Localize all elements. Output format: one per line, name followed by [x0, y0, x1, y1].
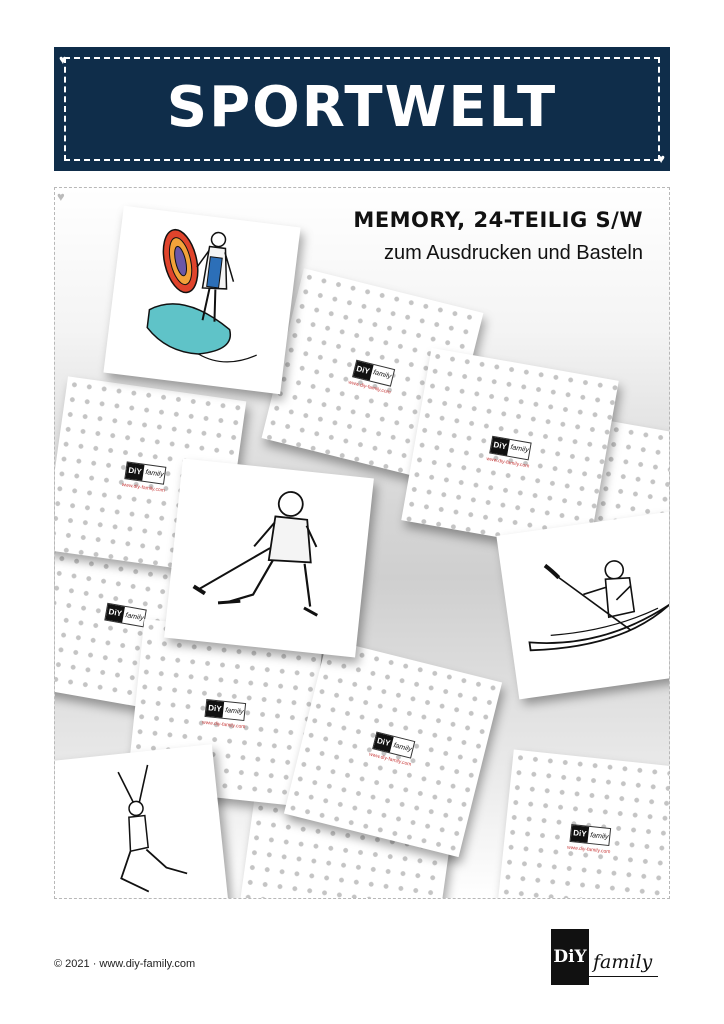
card-kayaker	[496, 511, 669, 700]
headline-title: MEMORY, 24-TEILIG S/W	[353, 208, 643, 232]
card-surfer	[103, 205, 301, 395]
brand-logo[interactable]: DiY family	[551, 929, 673, 985]
surfer-illustration	[146, 228, 257, 363]
page-title: SPORTWELT	[166, 75, 558, 140]
heart-icon: ♥	[57, 189, 65, 204]
copyright-text: © 2021 · www.diy-family.com	[54, 958, 196, 970]
brand-logo-word: family	[586, 951, 659, 985]
headline-subtitle: zum Ausdrucken und Basteln	[383, 242, 643, 264]
heart-icon: ♥	[59, 52, 67, 67]
kayaker-illustration	[528, 560, 669, 652]
heart-icon: ♥	[657, 151, 665, 166]
brand-logo-box: DiY	[551, 929, 589, 985]
card-ice-hockey	[164, 458, 374, 658]
stitched-border	[64, 57, 660, 161]
memory-card-scene: ♥ ♥ MEMORY, 24-TEILIG S/W zum Ausdrucken…	[54, 187, 670, 899]
hockey-player-illustration	[192, 491, 319, 617]
high-jumper-illustration	[117, 764, 188, 893]
card-high-jump	[55, 744, 230, 898]
title-banner: ♥ ♥ SPORTWELT	[54, 47, 670, 171]
headline: MEMORY, 24-TEILIG S/W zum Ausdrucken und…	[353, 206, 643, 268]
